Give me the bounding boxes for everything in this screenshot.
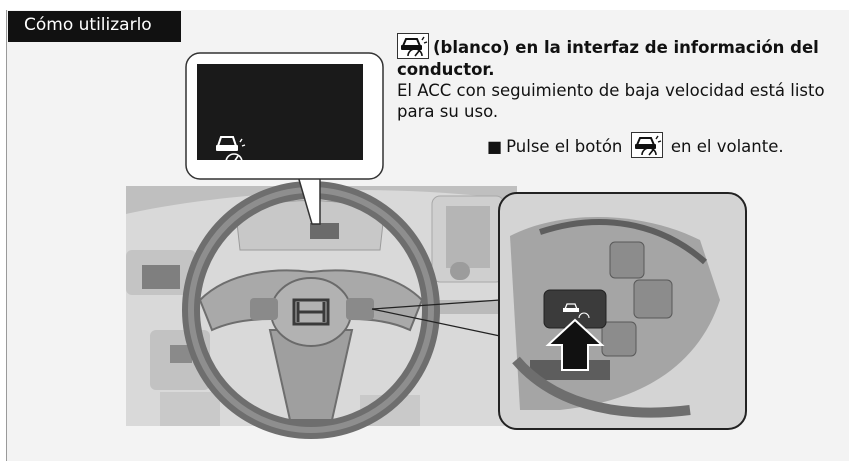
instruction-heading: (blanco) en la interfaz de información d… (397, 38, 819, 79)
instruction-step: ■Pulse el botón en el volante. (487, 132, 784, 158)
zoom-inset (498, 192, 747, 430)
display-acc-icon (216, 136, 246, 163)
cluster-highlight (310, 223, 339, 239)
acc-low-speed-follow-icon (397, 33, 429, 59)
dashboard-photo (126, 181, 517, 439)
zoom-callout-line (371, 299, 501, 310)
section-header: Cómo utilizarlo (8, 11, 181, 42)
step-suffix: en el volante. (670, 137, 784, 156)
instruction-text: (blanco) en la interfaz de información d… (397, 33, 847, 122)
driver-info-display (197, 64, 363, 160)
honda-logo (292, 298, 330, 326)
acc-button-icon (630, 132, 663, 158)
instruction-heading-line: (blanco) en la interfaz de información d… (397, 33, 847, 80)
section-title: Cómo utilizarlo (24, 15, 152, 35)
press-arrow-icon (545, 318, 605, 371)
step-prefix: Pulse el botón (506, 137, 623, 156)
instruction-body: El ACC con seguimiento de baja velocidad… (397, 81, 825, 121)
bullet-square: ■ (487, 137, 503, 156)
